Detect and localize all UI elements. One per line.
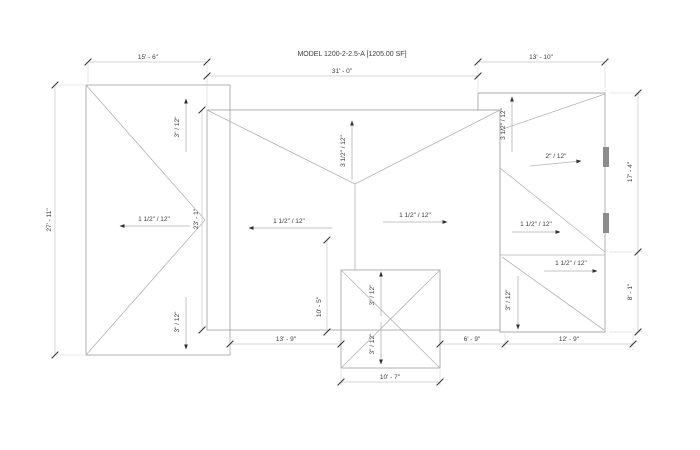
extension-lines (57, 64, 643, 386)
dim-bottom-center-label: 6' - 9" (464, 336, 481, 343)
slope-right-wing-south-label: 3" / 12" (505, 289, 512, 311)
roof-surfaces (85, 84, 606, 369)
left-wing-hip-top (85, 84, 206, 221)
tower-roof (340, 269, 441, 369)
right-wing-roof (477, 92, 606, 333)
dimension-lines (54, 61, 639, 383)
right-wing-hip-lower (501, 256, 605, 331)
dim-inner-left-label: 23' - 1" (193, 208, 200, 229)
right-wing-hip-mid (499, 167, 606, 253)
slope-right-wing-upper-label: 2" / 12" (546, 153, 568, 160)
roof-vent-mark-upper (603, 147, 609, 167)
dim-right-lower-label: 8' - 1" (627, 283, 634, 300)
slope-left-wing-north-label: 3" / 12" (174, 116, 181, 138)
dim-tower-width-label: 10' - 7" (380, 374, 401, 381)
dim-top-center-label: 31' - 0" (332, 68, 353, 75)
roof-hip-ridge-lines (85, 84, 609, 369)
main-block-roof (206, 109, 501, 331)
slope-right-wing-lower-label: 1 1/2" / 12" (555, 260, 587, 267)
dim-top-left-label: 15' - 6" (138, 54, 159, 61)
drawing-labels: MODEL 1200-2-2.5-A [1205.00 SF] 15' - 6"… (46, 51, 634, 381)
slope-tower-south-label: 3" / 12" (369, 333, 376, 355)
slope-main-ridge-label: 3 1/2" / 12" (340, 134, 347, 166)
slope-right-wing-mid-label: 1 1/2" / 12" (520, 221, 552, 228)
drawing-title: MODEL 1200-2-2.5-A [1205.00 SF] (297, 51, 406, 58)
dim-bottom-left-label: 13' - 9" (276, 336, 297, 343)
slope-main-east-label: 1 1/2" / 12" (399, 212, 431, 219)
slope-annotation-arrows (119, 96, 598, 365)
dim-tower-side-label: 10' - 5" (316, 296, 323, 317)
slope-left-wing-main-label: 1 1/2" / 12" (138, 216, 170, 223)
slope-main-west-label: 1 1/2" / 12" (273, 218, 305, 225)
right-wing-hip-upper (499, 93, 606, 131)
slope-right-wing-north-label: 3 1/2" / 12" (500, 107, 507, 139)
dim-top-right-label: 13' - 10" (529, 54, 553, 61)
slope-left-wing-south-label: 3" / 12" (174, 311, 181, 333)
roof-vent-mark-lower (603, 213, 609, 233)
left-wing-roof (85, 84, 231, 356)
main-hip-west (206, 109, 356, 185)
dim-bottom-right-label: 12' - 9" (559, 336, 580, 343)
dim-right-upper-label: 17' - 4" (627, 161, 634, 182)
dim-left-label: 27' - 11" (46, 208, 53, 232)
slope-tower-north-label: 3" / 12" (369, 284, 376, 306)
left-wing-hip-bottom (85, 219, 206, 356)
main-hip-east (354, 109, 501, 185)
tower-diagonal-b (340, 269, 441, 369)
